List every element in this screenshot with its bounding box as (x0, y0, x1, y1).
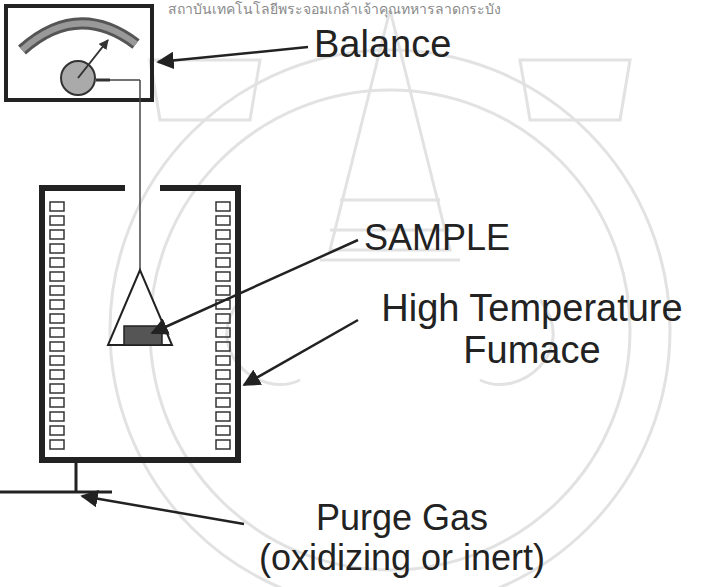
balance-beam-tick (96, 79, 110, 82)
balance-scale-arc (22, 23, 136, 50)
purge-gas-pipe (0, 462, 112, 492)
heating-coil-turn (216, 202, 230, 211)
part-label: High Temperature Fumace (362, 288, 702, 372)
heating-coil-turn (50, 370, 64, 379)
furnace-body (42, 188, 238, 460)
heating-coil-turn (216, 426, 230, 435)
hang-wire (110, 79, 140, 81)
heating-coil-turn (50, 314, 64, 323)
part-label: Purge Gas (oxidizing or inert) (252, 498, 552, 577)
leader-line (244, 320, 358, 385)
balance-scale-arc-inner (22, 23, 136, 50)
sample (124, 326, 162, 345)
hang-wire (139, 80, 141, 270)
balance-housing (6, 6, 152, 100)
heating-coil-turn (50, 398, 64, 407)
heating-coil-turn (50, 202, 64, 211)
heating-coil-turn (50, 426, 64, 435)
heating-coil-turn (50, 328, 64, 337)
heating-coil-turn (216, 342, 230, 351)
heating-coil-turn (50, 244, 64, 253)
heating-coil-turn (50, 440, 64, 449)
heating-coil-turn (50, 286, 64, 295)
heating-coil-turn (216, 384, 230, 393)
watermark-text: สถาบันเทคโนโลยีพระจอมเกล้าเจ้าคุณทหารลาด… (168, 2, 698, 17)
part-label: Balance (314, 24, 514, 66)
heating-coil-turn (216, 370, 230, 379)
heating-coil-turn (216, 314, 230, 323)
balance-pointer (78, 40, 108, 78)
heating-coil-turn (50, 384, 64, 393)
heating-coil-turn (50, 272, 64, 281)
heating-coil-turn (216, 328, 230, 337)
heating-coil-turn (50, 258, 64, 267)
heating-coil-turn (216, 216, 230, 225)
heating-coil-turn (50, 412, 64, 421)
heating-coil-turn (216, 286, 230, 295)
leader-line (152, 240, 358, 333)
heating-coil-turn (216, 398, 230, 407)
heating-coil-turn (50, 300, 64, 309)
heating-coil-turn (216, 356, 230, 365)
leader-line (82, 496, 244, 524)
heating-coil-turn (216, 230, 230, 239)
heating-coil-turn (50, 342, 64, 351)
heating-coil-turn (216, 244, 230, 253)
leader-line (158, 47, 308, 62)
part-label: SAMPLE (364, 218, 564, 258)
heating-coil-turn (216, 272, 230, 281)
heating-coil-turn (50, 216, 64, 225)
heating-coil-turn (216, 412, 230, 421)
heating-coil-turn (50, 356, 64, 365)
heating-coil-turn (216, 258, 230, 267)
sample-pan (108, 270, 172, 345)
heating-coil-turn (50, 230, 64, 239)
furnace-heating-coils (50, 202, 230, 449)
heating-coil-turn (216, 440, 230, 449)
